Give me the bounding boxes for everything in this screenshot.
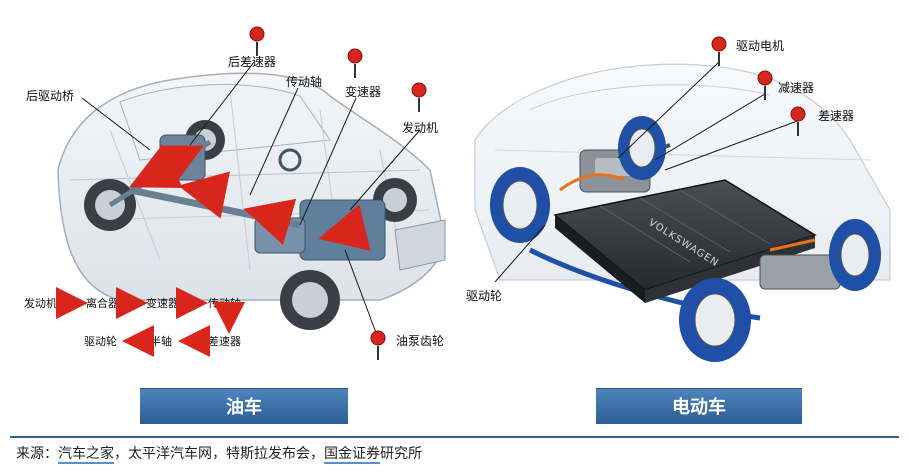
- label-rear-diff: 后差速器: [228, 55, 276, 69]
- oil-leader-lines: [81, 61, 421, 339]
- oil-power-arrows: [129, 144, 371, 251]
- flow-clutch: 离合器: [86, 296, 119, 310]
- flow-engine: 发动机: [24, 296, 57, 310]
- source-guojin: 国金证券: [324, 446, 380, 464]
- flow-diff: 差速器: [208, 334, 241, 348]
- source-institute: 研究所: [380, 446, 422, 462]
- flow-driveshaft: 传动轴: [208, 296, 241, 310]
- ev-wheel: [829, 219, 881, 291]
- ev-wheel: [490, 167, 550, 243]
- ev-battery-pack: VOLKSWAGEN: [553, 179, 817, 303]
- label-rear-axle: 后驱动桥: [26, 89, 74, 103]
- label-driveshaft: 传动轴: [286, 74, 322, 89]
- label-reducer: 减速器: [778, 81, 814, 95]
- ev-diagram: VOLKSWAGEN: [460, 0, 909, 380]
- pin-icon: [411, 82, 427, 112]
- caption-oil-car: 油车: [140, 388, 348, 424]
- pin-icon: [757, 70, 773, 100]
- label-motor: 驱动电机: [736, 39, 784, 53]
- flow-chain: 发动机 离合器 变速器 传动轴 差速器 半轴 驱动轮: [24, 287, 245, 357]
- source-prefix: 来源：: [16, 446, 58, 462]
- pin-icon: [711, 36, 727, 66]
- label-oil-pump: 油泵齿轮: [396, 334, 444, 348]
- ev-svg: VOLKSWAGEN: [466, 36, 891, 362]
- ev-wheel: [679, 278, 751, 362]
- flow-drive-wheel: 驱动轮: [84, 334, 117, 348]
- pin-icon: [249, 26, 265, 56]
- source-divider: [10, 436, 899, 438]
- source-line: 来源：汽车之家，太平洋汽车网，特斯拉发布会，国金证券研究所: [16, 443, 422, 464]
- flow-transmission: 变速器: [146, 296, 179, 310]
- source-others: ，太平洋汽车网，特斯拉发布会，: [114, 446, 324, 462]
- caption-electric-car: 电动车: [596, 388, 802, 424]
- ev-wheel: [618, 116, 666, 180]
- ev-wheels: [490, 116, 881, 362]
- ev-leader-lines: [494, 61, 801, 283]
- source-autohome: 汽车之家: [58, 446, 114, 464]
- label-diff: 差速器: [818, 109, 854, 123]
- oil-pins: [249, 26, 427, 360]
- label-engine: 发动机: [402, 120, 438, 135]
- oil-car-svg: 后差速器 传动轴 后驱动桥 变速器 发动机 油泵齿轮 发动机 离合器 变速器 传…: [24, 26, 446, 360]
- oil-car-diagram: 后差速器 传动轴 后驱动桥 变速器 发动机 油泵齿轮 发动机 离合器 变速器 传…: [0, 0, 460, 380]
- ev-pins: [711, 36, 806, 136]
- label-transmission: 变速器: [345, 84, 381, 99]
- pin-icon: [790, 106, 806, 136]
- flow-halfshaft: 半轴: [150, 334, 172, 348]
- label-drive-wheel: 驱动轮: [466, 289, 502, 303]
- pin-icon: [347, 48, 363, 78]
- pin-icon: [370, 330, 386, 360]
